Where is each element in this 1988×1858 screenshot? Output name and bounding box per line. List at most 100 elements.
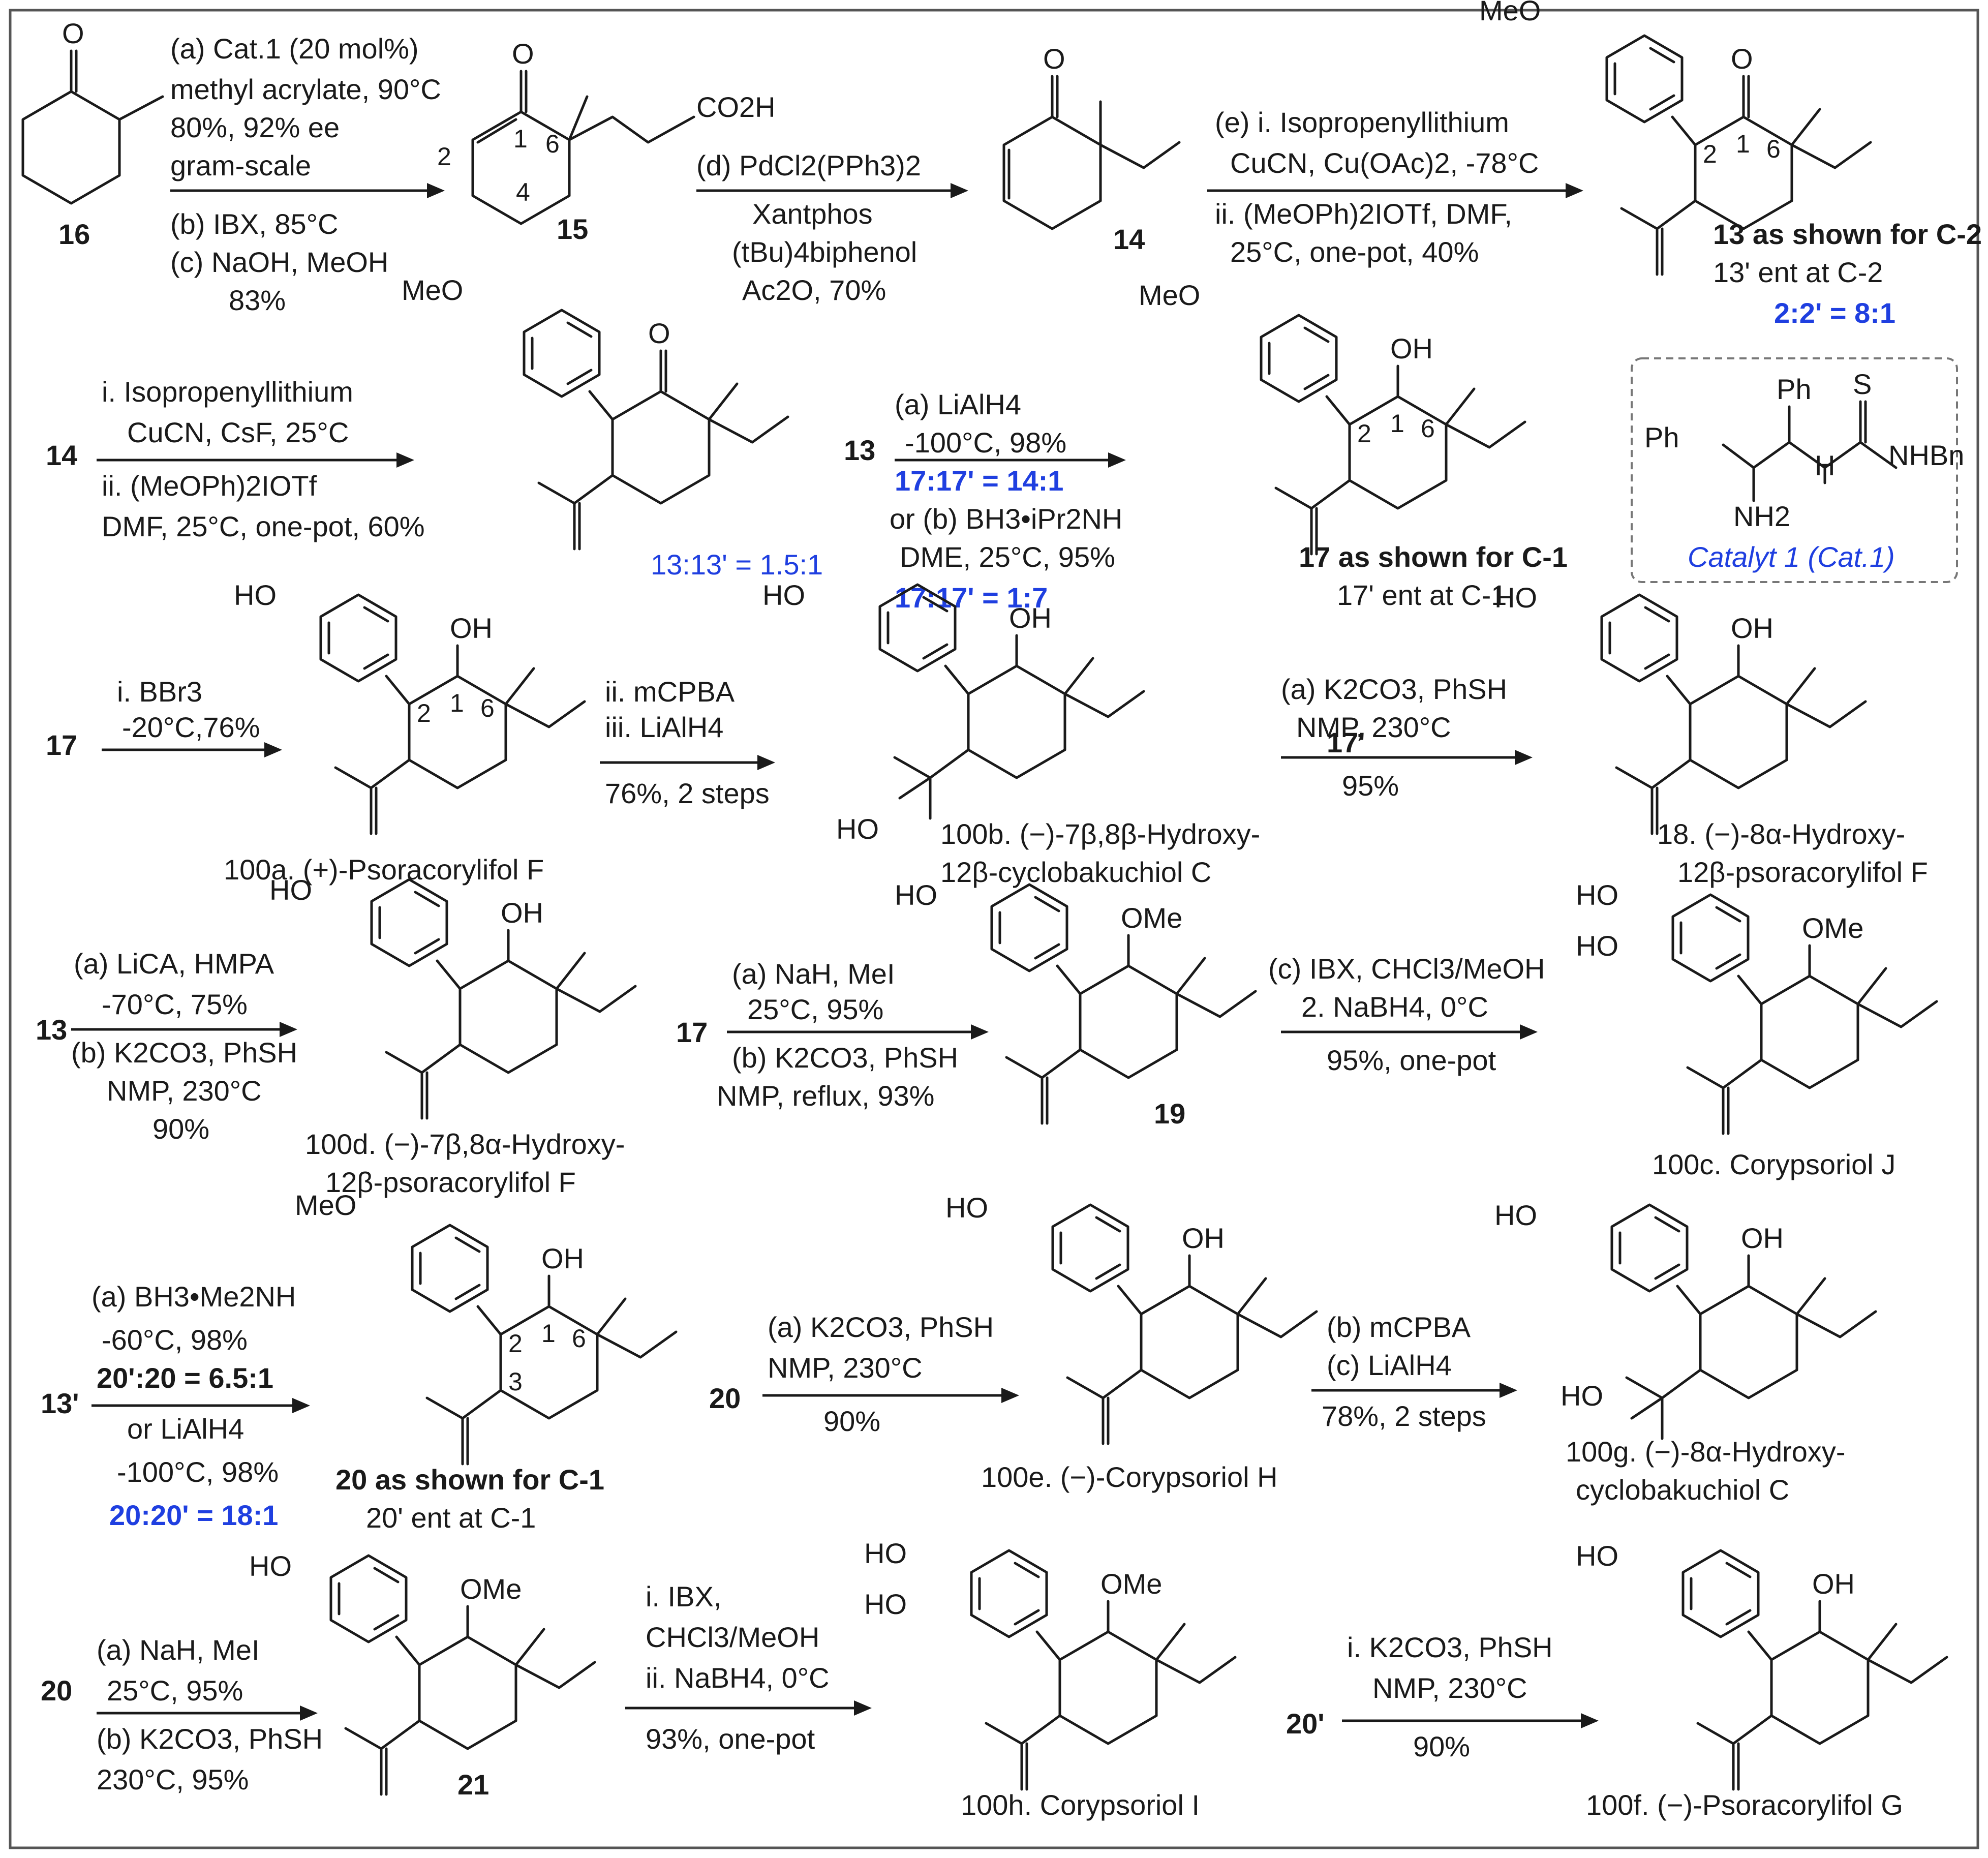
row4-step2-1: (a) NaH, MeI xyxy=(732,958,895,990)
label-20p-row6: 20' xyxy=(1286,1708,1325,1740)
row2-step1-3: ii. (MeOPh)2IOTf xyxy=(102,470,317,502)
svg-text:OH: OH xyxy=(1182,1222,1225,1254)
label-16: 16 xyxy=(58,218,90,250)
row2-step2-1: (a) LiAlH4 xyxy=(895,388,1021,420)
label-21: 21 xyxy=(457,1769,489,1801)
svg-text:HO: HO xyxy=(234,579,277,611)
compound-13-variant-structure: O MeO xyxy=(402,274,789,551)
label-20-row6: 20 xyxy=(41,1674,72,1707)
row5-step2-3: 90% xyxy=(823,1405,880,1437)
label-20-row5: 20 xyxy=(709,1382,741,1414)
svg-text:6: 6 xyxy=(1766,135,1781,163)
catalyst-box xyxy=(1631,357,1958,583)
label-14: 14 xyxy=(1113,223,1145,255)
compound-100d-structure: OH HO xyxy=(269,874,637,1120)
svg-text:S: S xyxy=(1853,368,1872,400)
row4-step1-5: 90% xyxy=(152,1113,209,1145)
row2-step2-2: -100°C, 98% xyxy=(905,427,1066,459)
row4-step1-1: (a) LiCA, HMPA xyxy=(74,948,274,980)
svg-text:4: 4 xyxy=(516,178,530,206)
row4-step3-3: 95%, one-pot xyxy=(1327,1044,1496,1076)
label-17-line1: 17 as shown for C-1 xyxy=(1299,541,1568,573)
label-13-line2: 13' ent at C-2 xyxy=(1713,256,1883,288)
step-d-1: (d) PdCl2(PPh3)2 xyxy=(696,149,921,181)
row5-step1-3: 20':20 = 6.5:1 xyxy=(97,1362,273,1394)
svg-text:HO: HO xyxy=(836,813,879,845)
label-14-row2: 14 xyxy=(46,439,77,471)
label-19: 19 xyxy=(1154,1098,1185,1130)
svg-text:OH: OH xyxy=(501,897,543,929)
svg-text:1: 1 xyxy=(513,125,528,153)
svg-text:2: 2 xyxy=(1703,140,1717,168)
svg-text:MeO: MeO xyxy=(1139,279,1200,311)
row2-step2-5: DME, 25°C, 95% xyxy=(900,541,1115,573)
row6-step1-2: 25°C, 95% xyxy=(107,1674,243,1707)
svg-text:Ph: Ph xyxy=(1644,421,1679,453)
row5-step2-1: (a) K2CO3, PhSH xyxy=(768,1311,994,1343)
svg-text:HO: HO xyxy=(1576,879,1618,911)
row6-step2-1: i. IBX, xyxy=(646,1580,721,1612)
svg-text:1: 1 xyxy=(450,689,464,717)
svg-text:2: 2 xyxy=(437,142,451,171)
row2-step1-1: i. Isopropenyllithium xyxy=(102,376,353,408)
compound-20-structure: OH MeO 1 2 3 6 xyxy=(295,1189,678,1466)
compound-17-structure: OH MeO 1 2 6 xyxy=(1139,279,1526,556)
svg-text:OH: OH xyxy=(1741,1222,1784,1254)
row5-step1-6: 20:20' = 18:1 xyxy=(109,1499,278,1531)
svg-text:OH: OH xyxy=(541,1242,584,1274)
row3-step2-3: 76%, 2 steps xyxy=(605,777,770,809)
step-d-3: (tBu)4biphenol xyxy=(732,236,917,268)
row3-step2-1: ii. mCPBA xyxy=(605,676,735,708)
svg-text:1: 1 xyxy=(1736,130,1750,158)
step-a-1: (a) Cat.1 (20 mol%) xyxy=(170,33,419,65)
row5-step1-4: or LiAlH4 xyxy=(127,1413,244,1445)
compound-100f-structure: OH HO xyxy=(1576,1540,1948,1791)
svg-text:3: 3 xyxy=(508,1367,523,1396)
svg-text:O: O xyxy=(1043,43,1065,75)
compound-13-structure: O MeO 1 2 6 xyxy=(1479,0,1872,276)
svg-text:HO: HO xyxy=(895,879,937,911)
compound-100e-structure: OH HO xyxy=(945,1192,1318,1445)
svg-text:O: O xyxy=(512,38,534,70)
step-d-2: Xantphos xyxy=(752,198,873,230)
compound-21-structure: OMe HO xyxy=(249,1550,596,1796)
row6-step1-4: 230°C, 95% xyxy=(97,1763,249,1795)
step-e-2: CuCN, Cu(OAc)2, -78°C xyxy=(1230,147,1539,179)
compound-15-structure: O CO2H 2 1 6 4 xyxy=(437,38,776,224)
label-100b-line2: 12β-cyclobakuchiol C xyxy=(940,856,1211,888)
row4-step2-4: NMP, reflux, 93% xyxy=(717,1080,934,1112)
svg-text:O: O xyxy=(648,317,670,349)
row4-step2-3: (b) K2CO3, PhSH xyxy=(732,1042,958,1074)
row5-step3-3: 78%, 2 steps xyxy=(1322,1400,1486,1432)
svg-text:2: 2 xyxy=(417,699,431,727)
svg-text:2: 2 xyxy=(1357,419,1371,448)
row6-step2-4: 93%, one-pot xyxy=(646,1723,815,1755)
compound-100g-structure: OH HO HO xyxy=(1494,1199,1877,1440)
svg-text:H: H xyxy=(1815,449,1835,481)
svg-text:HO: HO xyxy=(864,1588,907,1620)
svg-text:OMe: OMe xyxy=(460,1573,522,1605)
svg-text:MeO: MeO xyxy=(1479,0,1541,26)
step-e-3: ii. (MeOPh)2IOTf, DMF, xyxy=(1215,198,1512,230)
svg-text:OH: OH xyxy=(1812,1568,1855,1600)
row3-step2-2: iii. LiAlH4 xyxy=(605,711,723,743)
row5-step1-1: (a) BH3•Me2NH xyxy=(91,1281,296,1313)
step-a-3: 80%, 92% ee xyxy=(170,111,340,143)
compound-16-structure: O xyxy=(23,17,164,203)
row6-step3-3: 90% xyxy=(1413,1730,1470,1762)
step-e-4: 25°C, one-pot, 40% xyxy=(1230,236,1479,268)
compound-100c-structure: OMe HO HO xyxy=(1576,879,1938,1135)
label-15: 15 xyxy=(557,213,588,245)
step-a-2: methyl acrylate, 90°C xyxy=(170,73,441,105)
row6-step1-1: (a) NaH, MeI xyxy=(97,1634,260,1666)
svg-text:1: 1 xyxy=(541,1319,556,1348)
label-100b-line1: 100b. (−)-7β,8β-Hydroxy- xyxy=(940,818,1260,850)
row4-step2-2: 25°C, 95% xyxy=(747,993,883,1025)
svg-text:HO: HO xyxy=(864,1537,907,1569)
row3-step1-2: -20°C,76% xyxy=(122,711,260,743)
row6-step1-3: (b) K2CO3, PhSH xyxy=(97,1723,323,1755)
svg-text:HO: HO xyxy=(762,579,805,611)
label-17-row3: 17 xyxy=(46,729,77,761)
compound-14-structure: O xyxy=(1004,43,1181,229)
